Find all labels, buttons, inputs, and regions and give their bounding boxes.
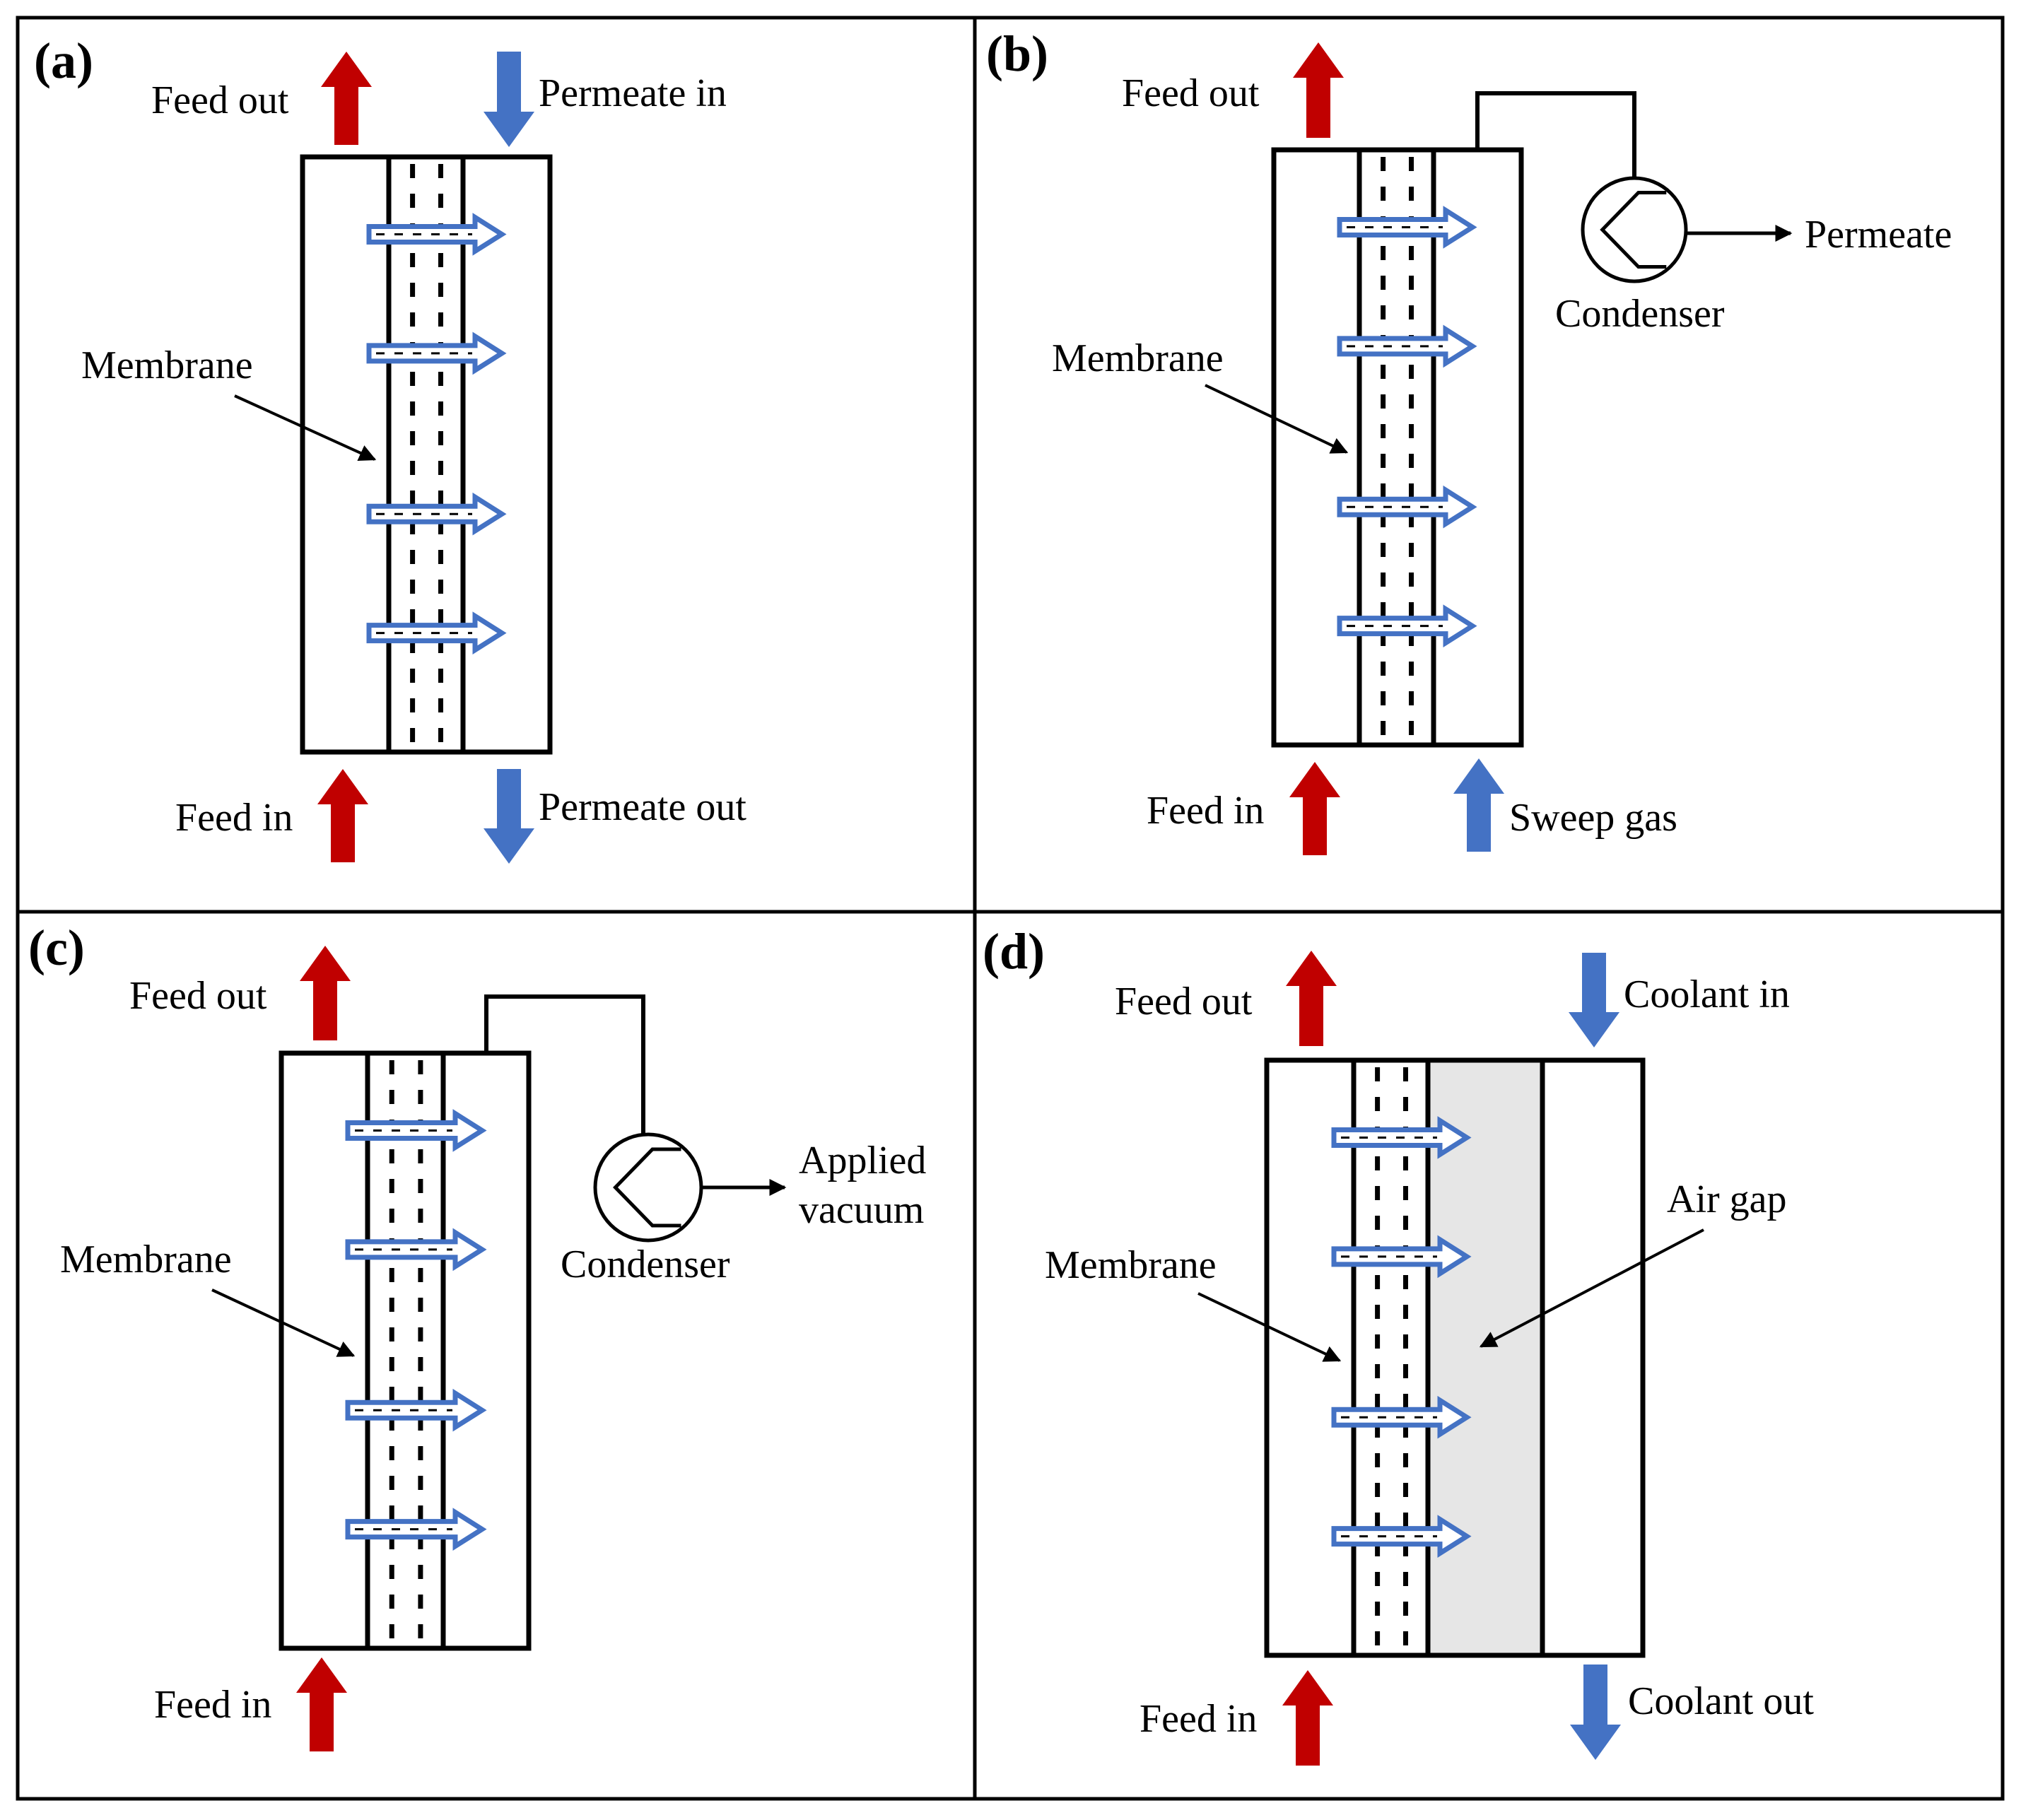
module-casing (300, 154, 553, 755)
feed-in-label: Feed in (175, 796, 293, 840)
permeate-label: Permeate (1805, 213, 1952, 257)
feed-in-arrow (1289, 762, 1340, 855)
feed-out-arrow (1293, 42, 1344, 138)
coolant-out-label: Coolant out (1628, 1679, 1814, 1723)
module-casing (279, 1050, 532, 1651)
air-gap-pointer-arrow (1479, 1228, 1704, 1348)
feed-in-arrow (1282, 1670, 1333, 1766)
feed-in-arrow (317, 769, 368, 862)
coolant-in-arrow (1569, 953, 1619, 1047)
feed-out-label: Feed out (151, 78, 289, 122)
block-arrow-shape (1293, 42, 1344, 138)
panel-label-c: (c) (28, 920, 85, 976)
vacuum-label: vacuum (799, 1188, 924, 1232)
condenser-circle (593, 1132, 703, 1243)
membrane-label: Membrane (81, 344, 253, 387)
feed-out-arrow (300, 946, 351, 1040)
block-arrow-shape (321, 52, 372, 145)
panel-label-d: (d) (983, 923, 1045, 980)
block-arrow-shape (296, 1657, 347, 1751)
feed-out-label: Feed out (129, 974, 267, 1018)
block-arrow-shape (484, 769, 534, 864)
coolant-out-arrow (1570, 1665, 1621, 1760)
membrane-pointer-arrow (1205, 384, 1349, 454)
feed-in-arrow (296, 1657, 347, 1751)
air-gap-region (1428, 1060, 1542, 1655)
vacuum-pipe (484, 994, 645, 1134)
module-casing (1264, 1057, 1646, 1658)
feed-in-label: Feed in (1140, 1697, 1257, 1741)
permeate-out-arrow (484, 769, 534, 864)
membrane-pointer-arrow (1197, 1292, 1342, 1362)
feed-out-arrow (321, 52, 372, 145)
panel-label-b: (b) (986, 25, 1048, 82)
condenser-icon (1581, 176, 1688, 283)
feed-out-arrow (1286, 951, 1337, 1046)
membrane-label: Membrane (1052, 336, 1224, 380)
membrane-pointer-arrow (234, 394, 377, 461)
feed-out-label: Feed out (1115, 980, 1253, 1023)
membrane-label: Membrane (60, 1238, 232, 1281)
module-casing (1271, 147, 1524, 748)
feed-out-label: Feed out (1122, 71, 1260, 115)
permeate-out-label: Permeate out (539, 785, 746, 829)
sweep-gas-arrow (1453, 758, 1504, 852)
sweep-gas-label: Sweep gas (1509, 796, 1677, 840)
block-arrow-shape (317, 769, 368, 862)
condenser-label: Condenser (1555, 292, 1725, 336)
condenser-icon (593, 1132, 703, 1243)
module-a (300, 154, 553, 755)
permeate-in-label: Permeate in (539, 71, 727, 115)
block-arrow-shape (1453, 758, 1504, 852)
condenser-circle (1581, 176, 1688, 283)
coolant-in-label: Coolant in (1624, 973, 1790, 1016)
vapor-outlet-pipe (1475, 91, 1636, 178)
panel-c: (c) Feed out Feed in Applied vacuum Cond… (28, 920, 926, 1751)
applied-label: Applied (799, 1139, 926, 1182)
panel-label-a: (a) (34, 33, 93, 89)
condenser-coil (613, 1147, 681, 1228)
block-arrow-shape (1569, 953, 1619, 1047)
condenser-label: Condenser (561, 1243, 730, 1286)
condenser-coil (1600, 190, 1667, 269)
air-gap-label: Air gap (1667, 1178, 1787, 1221)
feed-in-label: Feed in (154, 1683, 271, 1727)
membrane-label: Membrane (1045, 1243, 1217, 1287)
permeate-in-arrow (484, 52, 534, 147)
panel-a: (a) Feed out Permeate in Feed in Permeat… (34, 33, 746, 864)
block-arrow-shape (1282, 1670, 1333, 1766)
block-arrow-shape (484, 52, 534, 147)
module-d (1264, 1057, 1646, 1658)
module-b (1271, 147, 1524, 748)
figure-frame (16, 16, 2005, 1801)
feed-in-label: Feed in (1147, 789, 1264, 833)
panel-b: (b) Feed out Feed in Sweep gas Permeate … (986, 25, 1952, 855)
block-arrow-shape (1570, 1665, 1621, 1760)
block-arrow-shape (1289, 762, 1340, 855)
block-arrow-shape (300, 946, 351, 1040)
membrane-pointer-arrow (211, 1288, 356, 1357)
panel-d: (d) Feed out Coolant in Feed in Coolant … (983, 923, 1814, 1766)
block-arrow-shape (1286, 951, 1337, 1046)
module-c (279, 1050, 532, 1651)
